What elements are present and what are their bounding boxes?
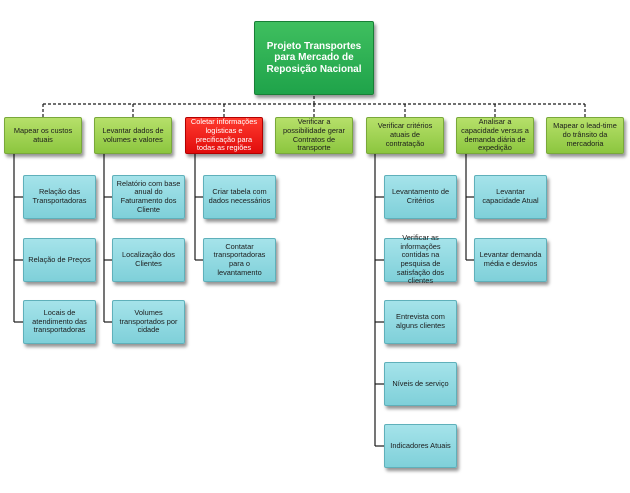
branch-label: Verificar a possibilidade gerar Contrato… <box>282 117 346 153</box>
branch-mapear-custos: Mapear os custos atuais <box>4 117 82 154</box>
task-label: Entrevista com alguns clientes <box>396 312 445 330</box>
task-node: Volumes transportados por cidade <box>112 300 185 344</box>
task-node: Levantamento de Critérios <box>384 175 457 219</box>
task-node: Locais de atendimento das transportadora… <box>23 300 96 344</box>
task-node: Entrevista com alguns clientes <box>384 300 457 344</box>
branch-label: Levantar dados de volumes e valores <box>102 125 164 144</box>
task-node: Relação de Preços <box>23 238 96 282</box>
branch-mapear-lead-time: Mapear o lead-time do trânsito da mercad… <box>546 117 624 154</box>
task-label: Levantamento de Critérios <box>391 187 450 205</box>
task-node: Relatório com base anual do Faturamento … <box>112 175 185 219</box>
branch-label: Verificar critérios atuais de contrataçã… <box>377 121 433 148</box>
root-label: Projeto Transportes para Mercado de Repo… <box>266 40 362 75</box>
root-node: Projeto Transportes para Mercado de Repo… <box>254 21 374 95</box>
task-label: Relação das Transportadoras <box>32 187 87 205</box>
task-label: Localização dos Clientes <box>121 250 175 268</box>
branch-label: Mapear o lead-time do trânsito da mercad… <box>553 121 617 148</box>
task-node: Levantar capacidade Atual <box>474 175 547 219</box>
branch-verificar-contratos: Verificar a possibilidade gerar Contrato… <box>275 117 353 154</box>
task-node: Níveis de serviço <box>384 362 457 406</box>
task-node: Localização dos Clientes <box>112 238 185 282</box>
task-node: Criar tabela com dados necessários <box>203 175 276 219</box>
branch-label: Analisar a capacidade versus a demanda d… <box>461 117 529 153</box>
task-label: Contatar transportadoras para o levantam… <box>213 241 266 277</box>
task-label: Relatório com base anual do Faturamento … <box>116 178 181 214</box>
branch-verificar-criterios: Verificar critérios atuais de contrataçã… <box>366 117 444 154</box>
branch-levantar-dados: Levantar dados de volumes e valores <box>94 117 172 154</box>
task-label: Levantar demanda média e desvios <box>479 250 542 268</box>
task-label: Níveis de serviço <box>392 378 449 388</box>
task-label: Locais de atendimento das transportadora… <box>32 307 87 335</box>
task-label: Volumes transportados por cidade <box>119 307 178 335</box>
task-label: Levantar capacidade Atual <box>482 187 539 205</box>
branch-label: Mapear os custos atuais <box>13 125 73 144</box>
task-node: Verificar as informações contidas na pes… <box>384 233 457 285</box>
task-label: Indicadores Atuais <box>390 440 451 450</box>
task-label: Relação de Preços <box>28 254 91 264</box>
task-node: Levantar demanda média e desvios <box>474 238 547 282</box>
task-label: Criar tabela com dados necessários <box>208 187 271 205</box>
task-node: Contatar transportadoras para o levantam… <box>203 238 276 282</box>
branch-coletar-informacoes: Coletar informações logísticas e precifi… <box>185 117 263 154</box>
branch-label: Coletar informações logísticas e precifi… <box>190 117 258 153</box>
task-node: Indicadores Atuais <box>384 424 457 468</box>
task-label: Verificar as informações contidas na pes… <box>396 232 445 286</box>
task-node: Relação das Transportadoras <box>23 175 96 219</box>
branch-analisar-capacidade: Analisar a capacidade versus a demanda d… <box>456 117 534 154</box>
